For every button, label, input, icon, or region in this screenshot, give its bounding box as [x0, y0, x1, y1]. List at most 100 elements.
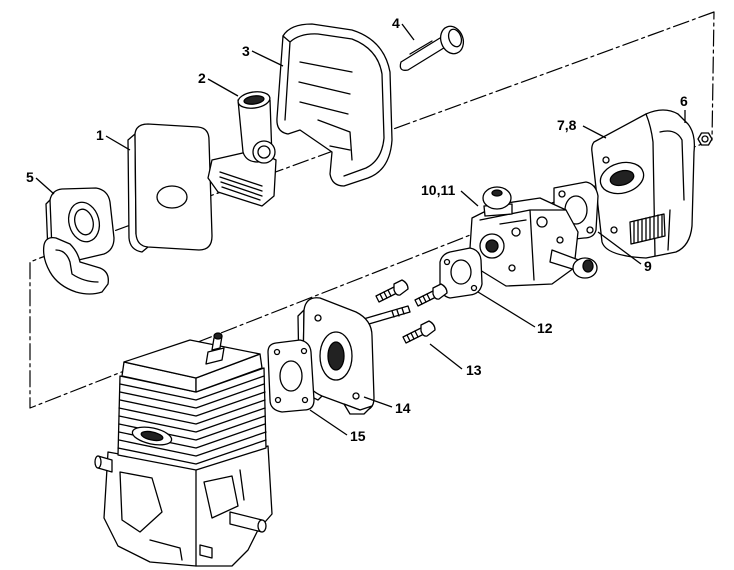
- part-13-screws: [375, 279, 448, 344]
- part-15-bolt-hole-c: [274, 396, 282, 404]
- part-4-shaft: [399, 37, 448, 71]
- part-6-nut-b-bore: [701, 135, 709, 143]
- part-3-cover: [276, 23, 393, 187]
- part-12-bolt-hole-a: [443, 258, 451, 266]
- part-10-11-port-b: [536, 216, 548, 228]
- leader-line-9: [597, 231, 642, 265]
- part-2-tube-bore: [243, 95, 265, 105]
- part-14-tab: [343, 403, 373, 415]
- engine-block: [94, 332, 273, 567]
- part-15-bolt-hole-b: [300, 347, 308, 355]
- part-7-8-muffler: [591, 109, 696, 259]
- part-13-screw-c-head: [420, 320, 436, 337]
- part-7-8-side-edge: [645, 113, 656, 257]
- leader-line-4: [401, 23, 415, 41]
- callout-label-3: 3: [242, 43, 250, 59]
- part-5-lower-plate: [42, 237, 109, 295]
- cylinder-fins: [117, 375, 267, 465]
- part-7-8-bolt-hole-b: [610, 226, 618, 234]
- part-7-8-outlet-inner: [609, 169, 635, 187]
- callout-label-1: 1: [96, 127, 104, 143]
- spark-plug-hex: [205, 347, 225, 365]
- part-10-11-port-a: [511, 227, 521, 237]
- bottom-shaft: [199, 544, 213, 559]
- part-10-11-bore-inner: [485, 239, 499, 253]
- callout-label-7-8: 7,8: [557, 117, 577, 133]
- part-13-screw-a-thread: [379, 289, 392, 301]
- part-15-hole: [279, 360, 303, 392]
- exhaust-port-inner: [140, 430, 164, 442]
- part-2-ribs: [219, 171, 263, 201]
- crankcase-details: [119, 467, 245, 567]
- right-shaft-end: [257, 519, 267, 533]
- part-10-11-primer-bulb: [482, 186, 512, 210]
- left-shaft-end: [94, 455, 102, 469]
- leader-line-1: [105, 135, 131, 151]
- part-14-flange: [297, 297, 411, 415]
- part-3-shell: [276, 23, 393, 187]
- callout-label-12: 12: [537, 320, 553, 336]
- part-1-edge: [127, 133, 149, 253]
- part-10-11-carburetor: [459, 186, 598, 287]
- part-4-shaft-detail: [409, 40, 433, 55]
- part-12-gasket: [439, 247, 483, 299]
- part-13-screw-c-thread: [406, 330, 419, 342]
- part-7-8-screen-hatch: [633, 213, 663, 244]
- part-2-adapter: [207, 91, 277, 207]
- part-10-11-primer-top: [491, 189, 503, 197]
- part-3-inner-ribs: [298, 61, 353, 161]
- leader-line-12: [477, 291, 536, 328]
- leader-line-14: [363, 396, 393, 408]
- callout-label-14: 14: [395, 400, 411, 416]
- part-5-baffle-gaskets: [42, 187, 115, 295]
- leader-line-3: [251, 50, 284, 67]
- part-15-bolt-hole-a: [273, 348, 281, 356]
- part-14-port-inner: [327, 341, 345, 371]
- part-13-screw-b-head: [432, 283, 448, 300]
- part-12-hole: [450, 259, 472, 285]
- callout-label-9: 9: [644, 258, 652, 274]
- part-4-cap-inner: [447, 28, 463, 48]
- cylinder-top-face: [123, 339, 261, 379]
- part-2-ring-inner: [257, 145, 271, 159]
- callout-label-2: 2: [198, 70, 206, 86]
- part-4-lever: [399, 25, 465, 71]
- part-10-11-body-edges: [479, 209, 567, 281]
- part-1-filter: [127, 123, 213, 253]
- part-7-8-bolt-hole-a: [602, 156, 610, 164]
- part-12-bolt-hole-b: [470, 284, 478, 292]
- part-15-gasket: [267, 339, 315, 413]
- part-10-11-screw-a: [508, 264, 516, 272]
- part-7-8-body: [591, 109, 696, 259]
- spark-plug-terminal: [213, 332, 223, 340]
- part-3-inner-rim: [282, 33, 385, 177]
- part-13-screw-a-head: [393, 279, 409, 296]
- leader-line-7-8: [582, 125, 607, 139]
- part-14-stud-thread: [391, 307, 405, 318]
- part-5-lower-detail: [55, 249, 99, 283]
- callout-label-4: 4: [392, 15, 400, 31]
- part-10-11-knob-face: [582, 259, 594, 273]
- part-14-hole-a: [314, 314, 322, 322]
- callout-label-13: 13: [466, 362, 482, 378]
- callout-label-15: 15: [350, 428, 366, 444]
- part-13-screw-b-thread: [418, 293, 431, 305]
- part-9-bolt-hole-b: [586, 226, 594, 234]
- part-15-bolt-hole-d: [301, 396, 309, 404]
- part-7-8-screen: [629, 213, 666, 245]
- leader-line-5: [35, 177, 55, 195]
- part-5-inner-opening: [74, 208, 94, 236]
- callout-label-10-11: 10,11: [421, 182, 455, 198]
- part-10-11-screw-b: [556, 236, 564, 244]
- callout-label-6: 6: [680, 93, 688, 109]
- leader-line-2: [207, 78, 239, 97]
- part-7-8-contour: [659, 130, 685, 251]
- leader-line-10-11: [460, 190, 479, 207]
- leader-line-15: [309, 409, 348, 436]
- part-9-bolt-hole-a: [558, 190, 566, 198]
- part-14-hole-b: [352, 392, 360, 400]
- leader-line-13: [429, 343, 463, 370]
- part-1-hole: [156, 185, 188, 209]
- callout-label-5: 5: [26, 169, 34, 185]
